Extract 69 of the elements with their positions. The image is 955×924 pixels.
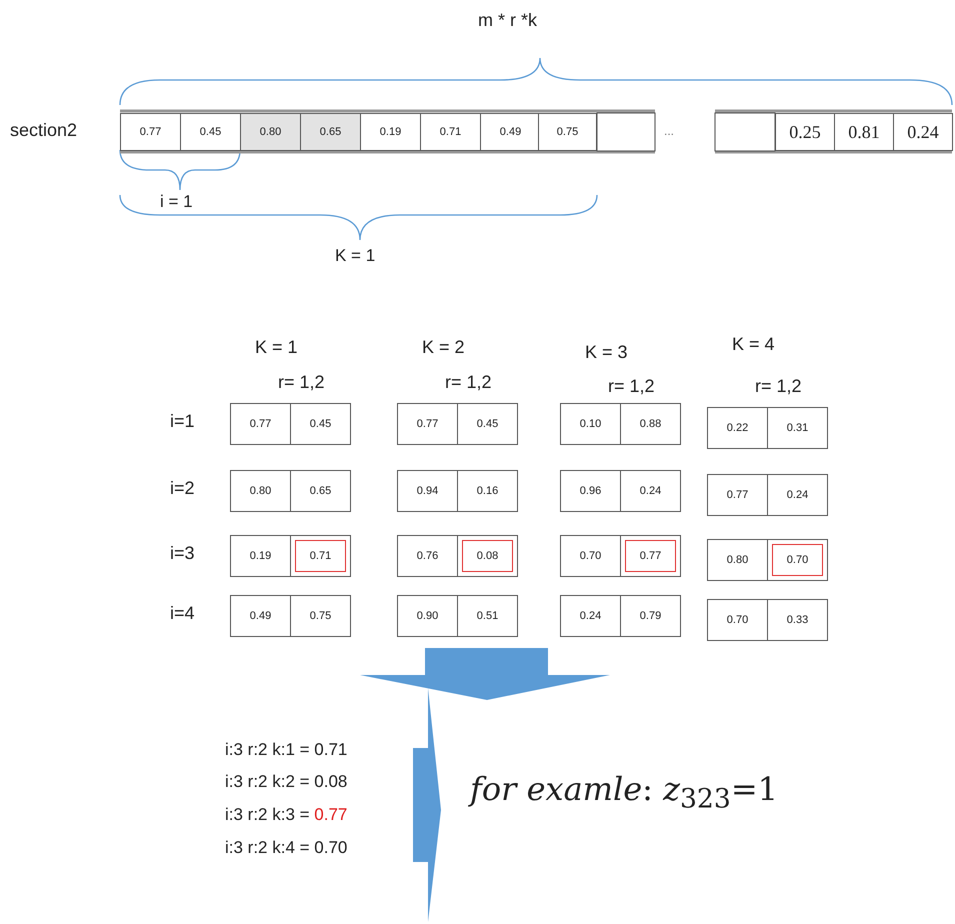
table-cell: 0.94 — [397, 470, 458, 512]
table-cell: 0.65 — [290, 470, 351, 512]
table-cell: 0.96 — [560, 470, 621, 512]
table-cell: 0.49 — [230, 595, 291, 637]
table-cell: 0.76 — [397, 535, 458, 577]
table-cell: 0.10 — [560, 403, 621, 445]
result-value: 0.71 — [314, 740, 348, 759]
table-cell: 0.33 — [767, 599, 828, 641]
row-label: i=1 — [170, 411, 195, 432]
value-cell: 0.77 — [120, 113, 181, 151]
table-cell: 0.88 — [620, 403, 681, 445]
value-cell: 0.71 — [420, 113, 481, 151]
result-line: i:3 r:2 k:4 = — [225, 838, 311, 857]
value-cell: 0.75 — [538, 113, 597, 151]
brace-label: m * r *k — [478, 10, 538, 31]
table-cell: 0.31 — [767, 407, 828, 449]
column-heading: K = 3 — [585, 342, 628, 363]
table-cell: 0.75 — [290, 595, 351, 637]
table-cell: 0.16 — [457, 470, 518, 512]
result-line: i:3 r:2 k:3 = — [225, 805, 311, 824]
result-line: i:3 r:2 k:2 = — [225, 772, 311, 791]
value-cell: 0.80 — [240, 113, 301, 151]
column-heading: K = 2 — [422, 337, 465, 358]
table-cell: 0.70 — [767, 539, 828, 581]
brace-label: i = 1 — [160, 192, 193, 212]
row-label: section2 — [10, 120, 78, 141]
value-cell: 0.49 — [480, 113, 541, 151]
table-cell: 0.24 — [767, 474, 828, 516]
table-cell: 0.90 — [397, 595, 458, 637]
ellipsis: ... — [664, 124, 674, 138]
column-heading: r= 1,2 — [755, 376, 802, 397]
table-cell: 0.70 — [560, 535, 621, 577]
row-label: i=4 — [170, 603, 195, 624]
column-heading: r= 1,2 — [445, 372, 492, 393]
table-cell: 0.22 — [707, 407, 768, 449]
table-cell: 0.79 — [620, 595, 681, 637]
result-value: 0.77 — [314, 805, 348, 824]
table-cell: 0.51 — [457, 595, 518, 637]
table-cell: 0.77 — [397, 403, 458, 445]
value-cell: 0.19 — [360, 113, 421, 151]
brace-label: K = 1 — [335, 246, 376, 266]
row-label: i=2 — [170, 478, 195, 499]
table-cell: 0.70 — [707, 599, 768, 641]
row-label: i=3 — [170, 543, 195, 564]
column-heading: r= 1,2 — [608, 376, 655, 397]
value-cell: 0.25 — [775, 113, 835, 151]
value-cell: 0.65 — [300, 113, 361, 151]
result-value: 0.70 — [314, 838, 348, 857]
table-cell: 0.24 — [560, 595, 621, 637]
table-cell: 0.45 — [290, 403, 351, 445]
table-cell: 0.77 — [707, 474, 768, 516]
table-cell: 0.24 — [620, 470, 681, 512]
formula-text: for examle: z$_{323}$=1 — [470, 770, 778, 814]
table-cell: 0.77 — [620, 535, 681, 577]
value-cell: 0.24 — [893, 113, 953, 151]
table-cell: 0.80 — [230, 470, 291, 512]
column-heading: r= 1,2 — [278, 372, 325, 393]
value-cell: 0.81 — [834, 113, 894, 151]
table-cell: 0.45 — [457, 403, 518, 445]
table-cell: 0.77 — [230, 403, 291, 445]
result-value: 0.08 — [314, 772, 348, 791]
table-cell: 0.80 — [707, 539, 768, 581]
table-cell: 0.19 — [230, 535, 291, 577]
table-cell: 0.71 — [290, 535, 351, 577]
table-cell: 0.08 — [457, 535, 518, 577]
column-heading: K = 4 — [732, 334, 775, 355]
value-cell: 0.45 — [180, 113, 241, 151]
result-line: i:3 r:2 k:1 = — [225, 740, 311, 759]
column-heading: K = 1 — [255, 337, 298, 358]
